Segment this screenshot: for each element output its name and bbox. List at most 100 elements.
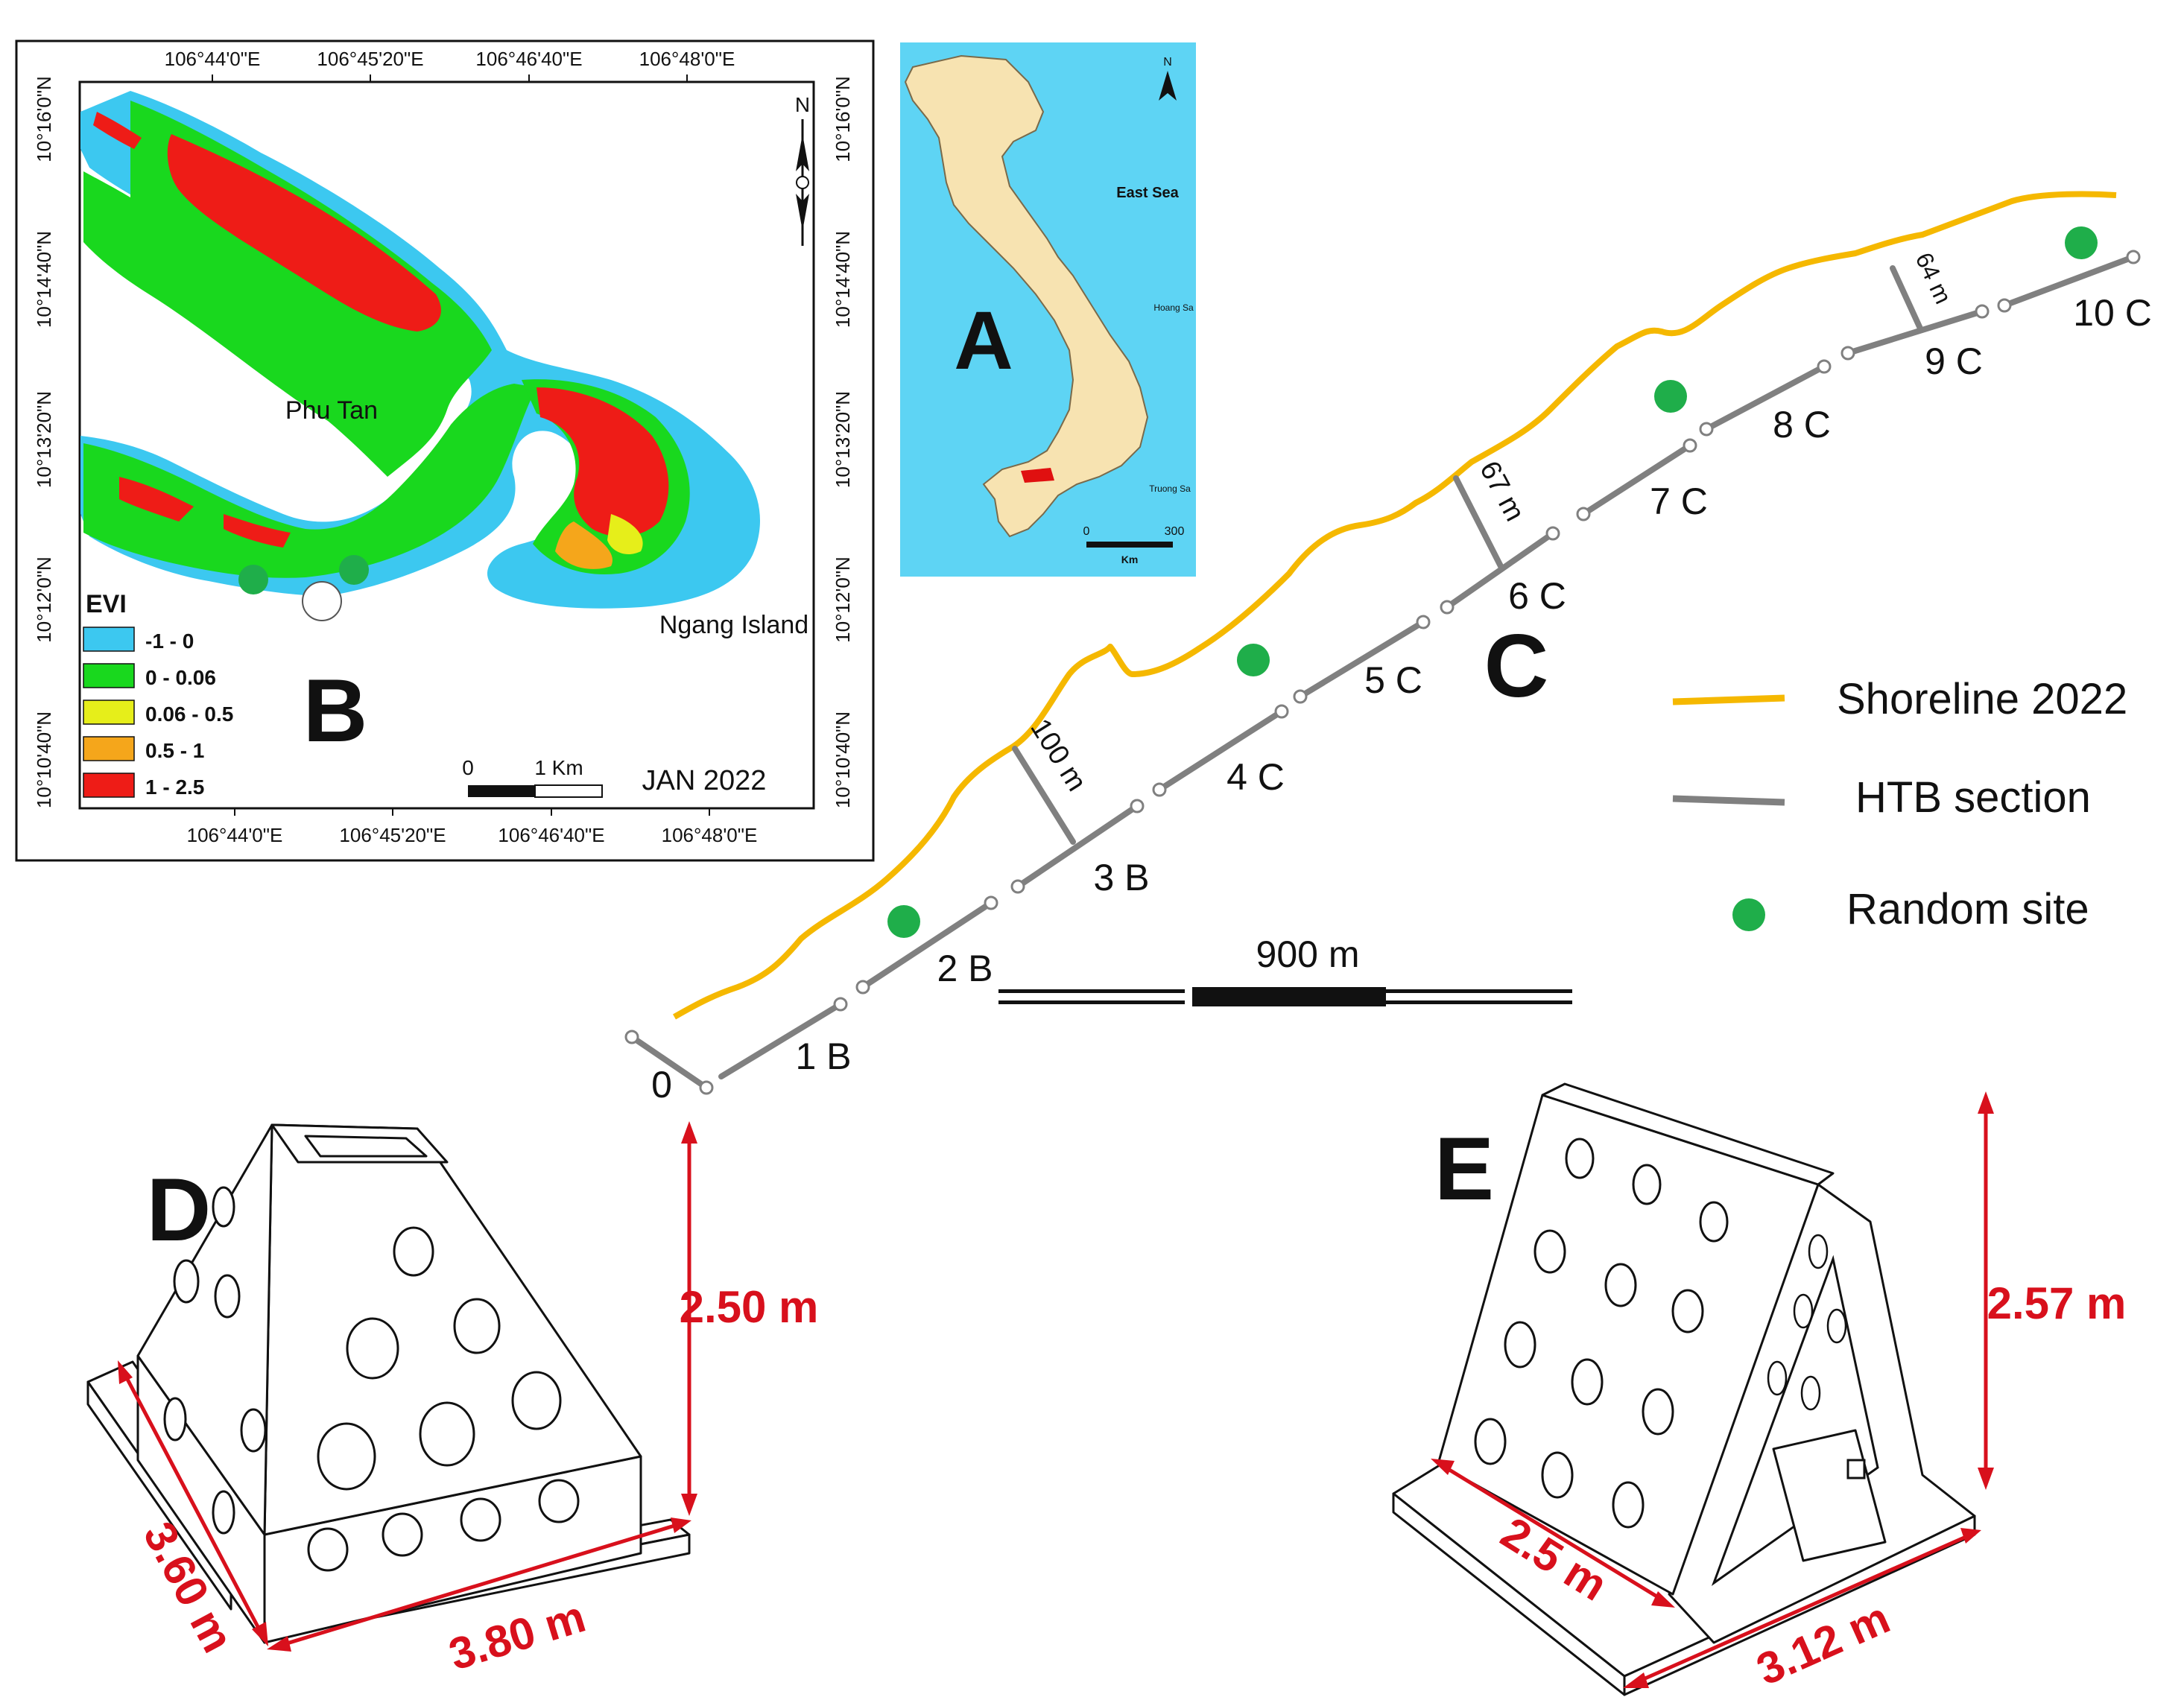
scale-zero: 0: [462, 756, 474, 779]
legend-random-label: Random site: [1846, 885, 2089, 933]
bottom-ticks: 106°44'0"E 106°45'20"E 106°46'40"E 106°4…: [187, 808, 758, 846]
legend-label: 1 - 2.5: [145, 776, 204, 799]
evi-high-island: [536, 387, 669, 537]
dimension-arrows: [118, 1121, 697, 1652]
inset-scale-zero: 0: [1083, 525, 1090, 538]
map-date: JAN 2022: [642, 765, 767, 796]
evi-high-south-2: [224, 514, 291, 548]
layout-legend: Shoreline 2022 HTB section Random site: [1672, 675, 2127, 933]
place-phu-tan: Phu Tan: [285, 396, 378, 425]
panel-b: 106°44'0"E 106°45'20"E 106°46'40"E 106°4…: [15, 39, 875, 862]
bottom-tick-label: 106°46'40"E: [498, 824, 604, 846]
place-ngang-island: Ngang Island: [659, 611, 808, 639]
top-tick-label: 106°44'0"E: [165, 48, 261, 70]
random-site-marker: [339, 555, 369, 585]
panel-d: D: [86, 1121, 818, 1680]
distance-label: 67 m: [1473, 456, 1531, 526]
dimension-arrows: [1431, 1091, 1994, 1688]
legend-random-swatch: [1732, 898, 1765, 931]
legend-swatch: [83, 663, 135, 688]
section-label: 5 C: [1364, 659, 1422, 701]
right-ticks: 10°16'0"N 10°14'40"N 10°13'20"N 10°12'0"…: [832, 76, 854, 808]
right-tick-label: 10°13'20"N: [832, 391, 854, 488]
panel-holes: [1474, 1138, 1847, 1529]
random-site-marker: [238, 565, 268, 594]
left-tick-label: 10°12'0"N: [33, 556, 55, 643]
legend-label: 0.5 - 1: [145, 739, 204, 762]
panel-d-letter: D: [147, 1160, 212, 1260]
panel-e: E: [1392, 1082, 2127, 1696]
section-label: 0: [651, 1064, 672, 1106]
inner-box-window: [1846, 1459, 1866, 1479]
random-site-marker: [1654, 380, 1687, 413]
section-label: 4 C: [1226, 756, 1285, 798]
random-site-marker: [1237, 644, 1270, 676]
evi-high-tip: [93, 112, 142, 149]
left-tick-label: 10°13'20"N: [33, 391, 55, 488]
htb-section-5c: [1297, 619, 1426, 700]
htb-section-4c: [1156, 708, 1285, 793]
panel-b-letter: B: [303, 661, 368, 761]
pyramid-left-face: [136, 1123, 273, 1536]
panel-c-letter: C: [1484, 616, 1549, 716]
htb-section-8c: [1703, 364, 1827, 432]
scale-label: 1 Km: [534, 756, 583, 779]
dimension-height: 2.57 m: [1987, 1278, 2127, 1328]
left-tick-label: 10°14'40"N: [33, 231, 55, 328]
right-tick-label: 10°16'0"N: [832, 76, 854, 162]
top-tick-label: 106°48'0"E: [639, 48, 735, 70]
section-label: 2 B: [937, 948, 993, 989]
top-tick-label: 106°45'20"E: [317, 48, 423, 70]
study-site-circle: [302, 581, 342, 621]
section-label: 7 C: [1650, 480, 1708, 522]
legend-htb-swatch: [1672, 795, 1785, 806]
evi-high-south: [119, 477, 194, 521]
top-tick-label: 106°46'40"E: [475, 48, 582, 70]
htb-section-ends: [624, 250, 2141, 1095]
section-label: 1 B: [795, 1035, 851, 1077]
bottom-tick-label: 106°45'20"E: [339, 824, 446, 846]
random-site-marker: [887, 905, 920, 938]
bottom-tick-label: 106°48'0"E: [662, 824, 758, 846]
random-sites: [887, 226, 2098, 938]
distance-label: 64 m: [1911, 249, 1957, 308]
hoang-sa-label: Hoang Sa: [1153, 302, 1194, 313]
scale-bar-label: 900 m: [1256, 933, 1360, 975]
legend-label: 0 - 0.06: [145, 666, 216, 689]
legend-swatch: [83, 700, 135, 725]
legend-swatch: [83, 627, 135, 652]
panel-e-letter: E: [1434, 1119, 1494, 1219]
right-tick-label: 10°12'0"N: [832, 556, 854, 643]
right-tick-label: 10°14'40"N: [832, 231, 854, 328]
random-site-marker: [2065, 226, 2098, 259]
north-label: N: [795, 93, 810, 116]
left-ticks: 10°16'0"N 10°14'40"N 10°13'20"N 10°12'0"…: [33, 76, 55, 808]
bottom-tick-label: 106°44'0"E: [187, 824, 283, 846]
evi-high-north: [167, 134, 441, 332]
legend-shoreline-label: Shoreline 2022: [1837, 675, 2127, 723]
top-ticks: 106°44'0"E 106°45'20"E 106°46'40"E 106°4…: [165, 48, 735, 82]
inset-scale-max: 300: [1165, 525, 1185, 538]
evi-mid-island: [555, 521, 613, 569]
study-province-highlight: [1021, 468, 1054, 483]
layout-scale-bar: 900 m: [998, 933, 1572, 1006]
left-tick-label: 10°16'0"N: [33, 76, 55, 162]
vietnam-shape: [904, 54, 1149, 538]
legend-label: 0.06 - 0.5: [145, 702, 233, 726]
evi-legend: EVI -1 - 0 0 - 0.06 0.06 - 0.5 0.5 - 1 1…: [83, 590, 233, 799]
htb-sections: [629, 254, 2136, 1091]
htb-section-3b: [1015, 803, 1140, 889]
evi-low-island: [607, 514, 643, 555]
sea-label: East Sea: [1116, 185, 1179, 201]
section-label: 10 C: [2073, 292, 2152, 334]
legend-htb-label: HTB section: [1855, 773, 2091, 822]
inset-scale-bar: 0 300 Km: [1083, 525, 1185, 565]
truong-sa-label: Truong Sa: [1149, 483, 1191, 494]
htb-section-9c: [1845, 308, 1985, 356]
htb-section-6c: [1444, 530, 1556, 610]
pyramid-holes: [163, 1186, 580, 1572]
inset-north-label: N: [1163, 56, 1172, 69]
north-arrow-icon: N: [795, 93, 810, 246]
evi-map: [80, 91, 760, 609]
panel-a-letter: A: [954, 295, 1013, 387]
